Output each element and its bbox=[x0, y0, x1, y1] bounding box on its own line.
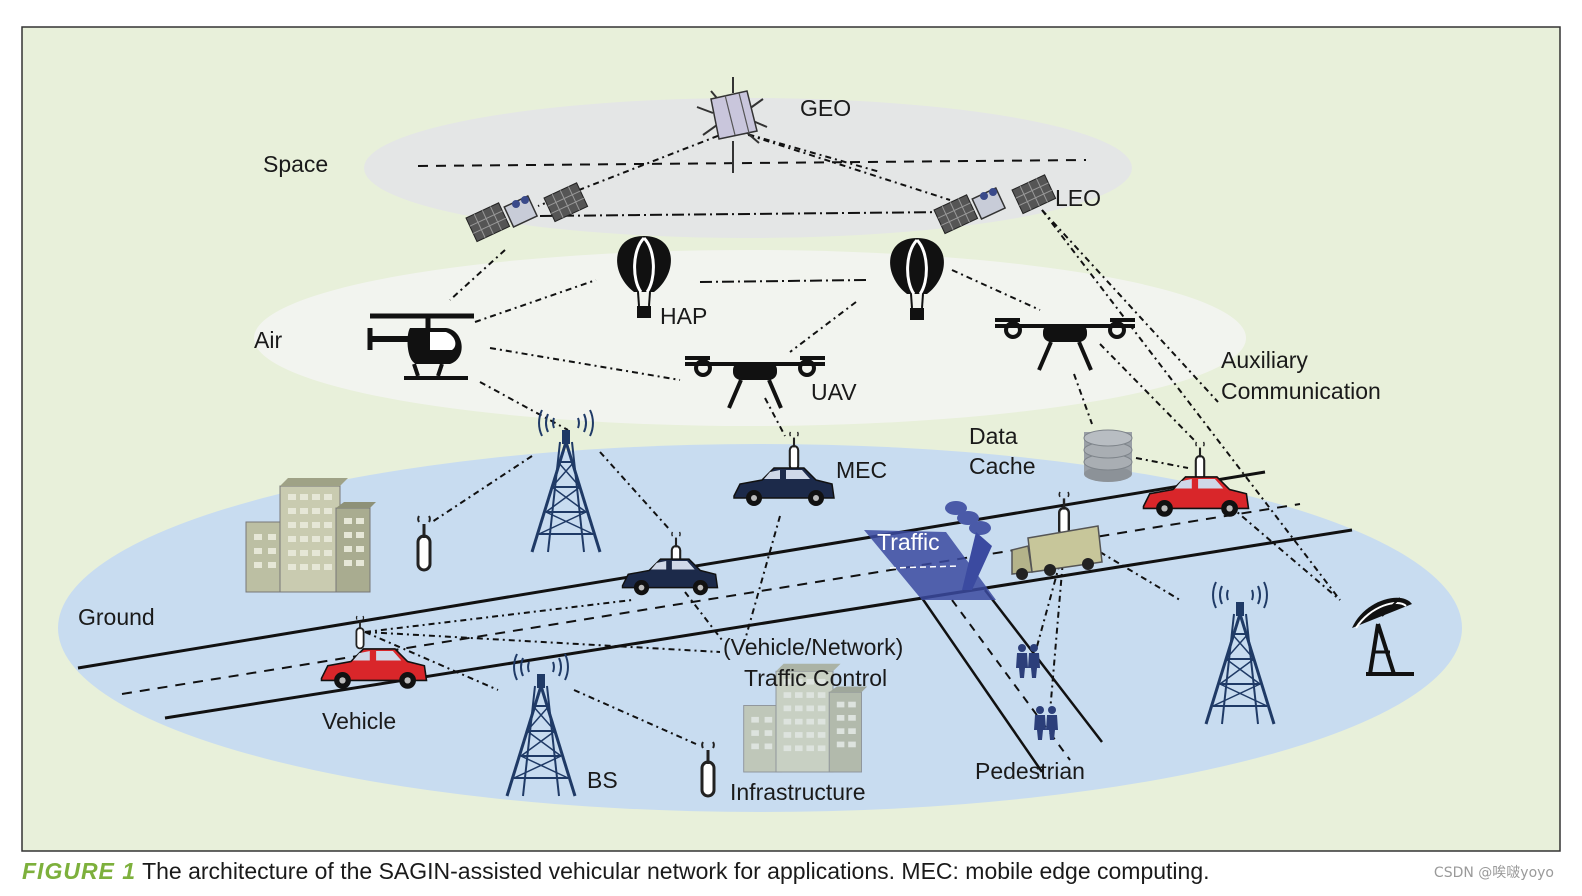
satellite-icon bbox=[696, 77, 768, 173]
label-vehicle: Vehicle bbox=[322, 708, 396, 734]
figure-number: FIGURE 1 bbox=[22, 858, 137, 884]
label-hap: HAP bbox=[660, 303, 707, 329]
label-mec: MEC bbox=[836, 457, 887, 483]
label-ground: Ground bbox=[78, 604, 155, 630]
label-leo: LEO bbox=[1055, 185, 1101, 211]
label-space: Space bbox=[263, 151, 328, 177]
label-pedestrian: Pedestrian bbox=[975, 758, 1085, 784]
label-air: Air bbox=[254, 327, 282, 353]
caption-text: The architecture of the SAGIN-assisted v… bbox=[142, 858, 1210, 884]
label-traffic: Traffic bbox=[877, 529, 940, 555]
label-geo: GEO bbox=[800, 95, 851, 121]
ground-layer bbox=[58, 444, 1462, 812]
label-bs: BS bbox=[587, 767, 618, 793]
helicopter-icon bbox=[367, 313, 474, 380]
label-infrastructure: Infrastructure bbox=[730, 779, 866, 805]
figure-caption: FIGURE 1 The architecture of the SAGIN-a… bbox=[22, 858, 1422, 885]
dish-icon bbox=[1352, 597, 1414, 676]
label-uav: UAV bbox=[811, 379, 857, 405]
database-icon bbox=[1083, 429, 1133, 482]
label-traffic-control-2: Traffic Control bbox=[744, 665, 887, 691]
label-traffic-control-1: (Vehicle/Network) bbox=[723, 634, 903, 660]
traffic-light-icon bbox=[945, 501, 992, 590]
watermark: CSDN @唉啵yoyo bbox=[1433, 865, 1554, 881]
label-cache: Cache bbox=[969, 453, 1035, 479]
traffic-sign bbox=[864, 501, 996, 600]
label-auxiliary: Auxiliary bbox=[1221, 347, 1308, 373]
truck-icon bbox=[1011, 525, 1103, 580]
label-data: Data bbox=[969, 423, 1018, 449]
label-communication: Communication bbox=[1221, 378, 1381, 404]
air-layer bbox=[254, 250, 1246, 426]
